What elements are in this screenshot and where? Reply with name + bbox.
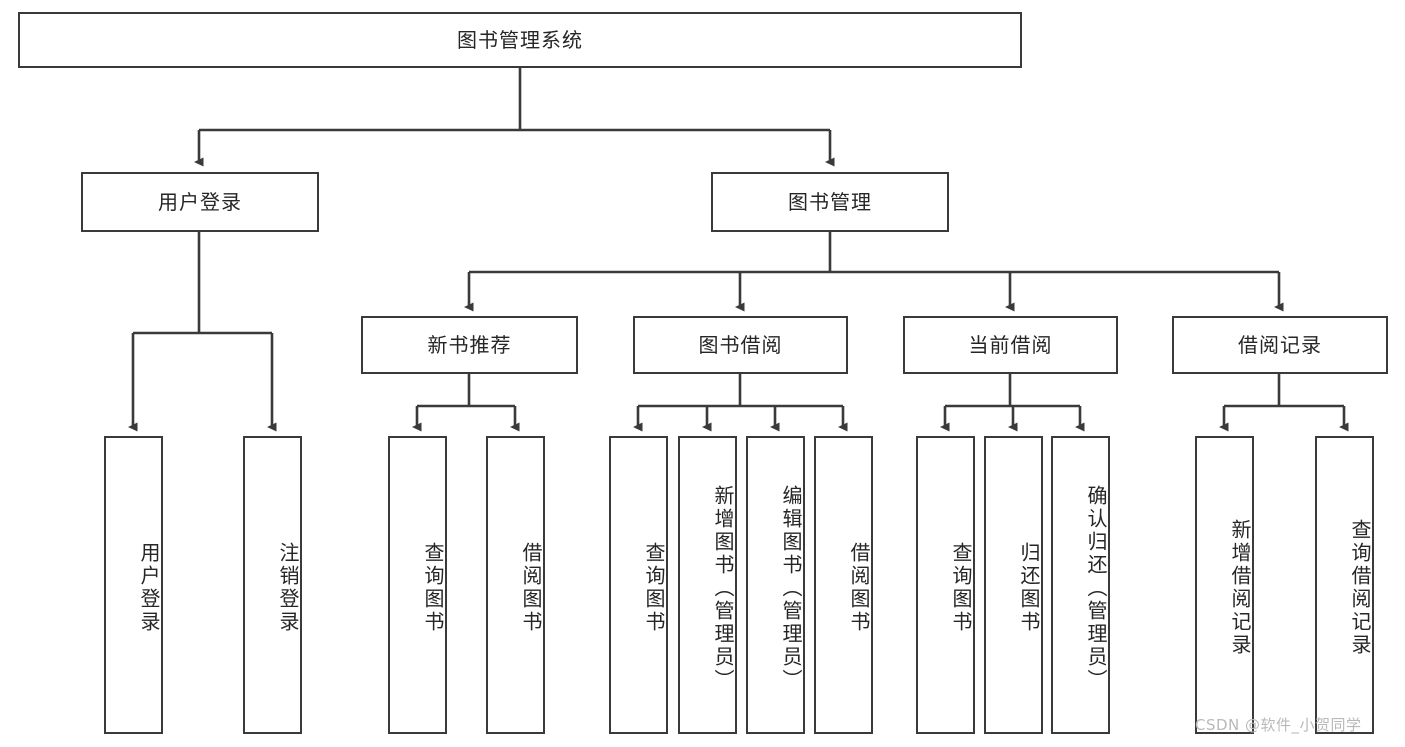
node-book-management-label: 图书管理 — [788, 189, 872, 214]
node-current-borrow[interactable]: 当前借阅 — [903, 316, 1118, 374]
leaf-user-logout-label: 注销登录 — [276, 542, 300, 634]
leaf-current-return-book[interactable]: 归还图书 — [984, 436, 1043, 734]
leaf-record-add-record[interactable]: 新增借阅记录 — [1195, 436, 1254, 734]
leaf-borrow-add-book-admin-label: 新增图书（管理员） — [711, 484, 735, 692]
node-book-management[interactable]: 图书管理 — [711, 172, 949, 232]
leaf-borrow-edit-book-admin[interactable]: 编辑图书（管理员） — [746, 436, 805, 734]
node-borrow-record-label: 借阅记录 — [1238, 332, 1322, 357]
leaf-user-login-label: 用户登录 — [137, 542, 161, 634]
leaf-borrow-borrow-book[interactable]: 借阅图书 — [814, 436, 873, 734]
leaf-borrow-add-book-admin[interactable]: 新增图书（管理员） — [678, 436, 737, 734]
node-new-book-recommend-label: 新书推荐 — [427, 332, 512, 357]
leaf-user-logout[interactable]: 注销登录 — [243, 436, 302, 734]
node-root[interactable]: 图书管理系统 — [18, 12, 1022, 68]
leaf-record-add-record-label: 新增借阅记录 — [1228, 519, 1252, 657]
leaf-borrow-query-book[interactable]: 查询图书 — [609, 436, 668, 734]
node-book-borrow-label: 图书借阅 — [698, 332, 783, 357]
leaf-current-query-book-label: 查询图书 — [949, 542, 973, 634]
leaf-borrow-edit-book-admin-label: 编辑图书（管理员） — [779, 484, 803, 692]
node-new-book-recommend[interactable]: 新书推荐 — [361, 316, 578, 374]
leaf-user-login[interactable]: 用户登录 — [104, 436, 163, 734]
node-root-label: 图书管理系统 — [457, 27, 583, 52]
leaf-record-query-record-label: 查询借阅记录 — [1348, 519, 1372, 657]
leaf-current-confirm-return-admin-label: 确认归还（管理员） — [1084, 484, 1108, 692]
leaf-borrow-query-book-label: 查询图书 — [642, 542, 666, 634]
leaf-new-query-book-label: 查询图书 — [421, 542, 445, 634]
leaf-current-return-book-label: 归还图书 — [1017, 542, 1041, 634]
leaf-record-query-record[interactable]: 查询借阅记录 — [1315, 436, 1374, 734]
node-user-login-label: 用户登录 — [158, 189, 242, 214]
node-book-borrow[interactable]: 图书借阅 — [633, 316, 848, 374]
leaf-borrow-borrow-book-label: 借阅图书 — [847, 542, 871, 634]
leaf-current-query-book[interactable]: 查询图书 — [916, 436, 975, 734]
csdn-watermark: CSDN @软件_小贺同学 — [1195, 716, 1362, 734]
node-current-borrow-label: 当前借阅 — [968, 332, 1053, 357]
leaf-current-confirm-return-admin[interactable]: 确认归还（管理员） — [1051, 436, 1110, 734]
leaf-new-borrow-book[interactable]: 借阅图书 — [486, 436, 545, 734]
leaf-new-query-book[interactable]: 查询图书 — [388, 436, 447, 734]
node-borrow-record[interactable]: 借阅记录 — [1172, 316, 1388, 374]
node-user-login[interactable]: 用户登录 — [81, 172, 319, 232]
leaf-new-borrow-book-label: 借阅图书 — [519, 542, 543, 634]
